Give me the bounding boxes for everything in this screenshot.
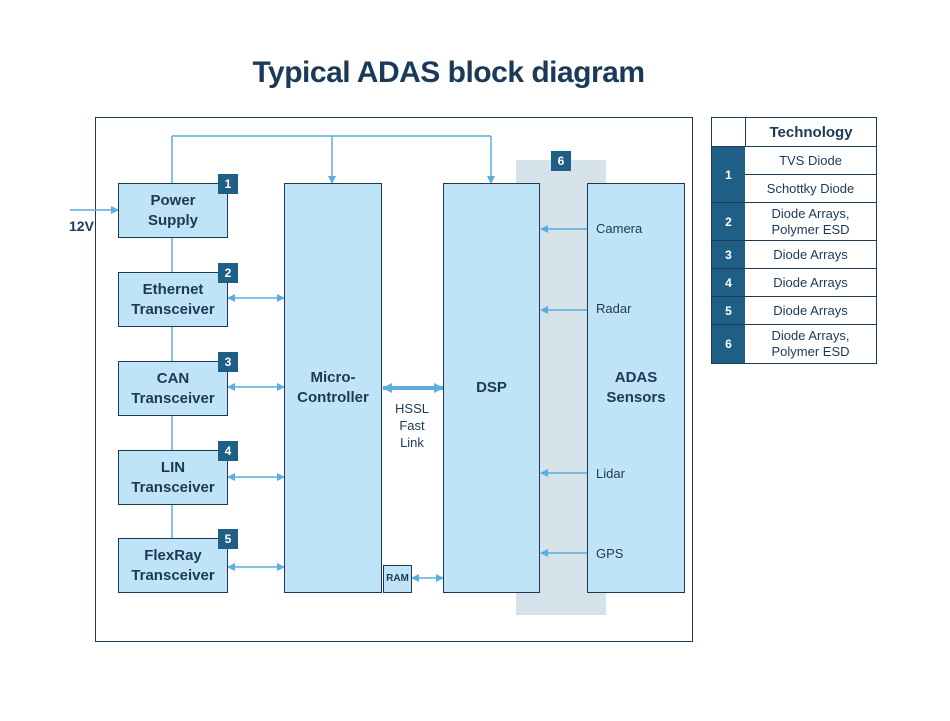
table-cell: TVS Diode bbox=[779, 152, 842, 168]
sensor-radar-label: Radar bbox=[596, 301, 632, 316]
table-cell: Diode Arrays bbox=[773, 246, 848, 262]
sensor-gps-label: GPS bbox=[596, 546, 624, 561]
row-number: 3 bbox=[712, 241, 745, 268]
power-supply-block: Power Supply bbox=[118, 183, 228, 238]
table-header: Technology bbox=[745, 118, 876, 146]
dsp-block: DSP bbox=[443, 183, 540, 593]
sensor-lidar-label: Lidar bbox=[596, 466, 625, 481]
micro-controller-block: Micro-Controller bbox=[284, 183, 382, 593]
adas-sensors-label: ADAS Sensors bbox=[606, 369, 666, 406]
power-supply-label: Power Supply bbox=[147, 191, 198, 229]
table-cell: Diode Arrays bbox=[773, 302, 848, 318]
table-row: 4 Diode Arrays bbox=[712, 268, 876, 296]
flexray-transceiver-label: FlexRay Transceiver bbox=[131, 546, 215, 584]
badge-1: 1 bbox=[218, 174, 238, 194]
dsp-label: DSP bbox=[476, 379, 507, 396]
table-header-row: Technology bbox=[712, 118, 876, 146]
row-number: 1 bbox=[712, 147, 745, 202]
table-row: 5 Diode Arrays bbox=[712, 296, 876, 324]
row-number: 2 bbox=[712, 203, 745, 240]
technology-table: Technology 1 TVS Diode Schottky Diode 2 … bbox=[711, 117, 877, 364]
lin-transceiver-block: LIN Transceiver bbox=[118, 450, 228, 505]
table-row: 2 Diode Arrays, Polymer ESD bbox=[712, 202, 876, 240]
badge-4: 4 bbox=[218, 441, 238, 461]
badge-5: 5 bbox=[218, 529, 238, 549]
row-number: 5 bbox=[712, 297, 745, 324]
table-cell: Schottky Diode bbox=[745, 174, 876, 202]
sensor-camera-label: Camera bbox=[596, 221, 643, 236]
can-transceiver-label: CAN Transceiver bbox=[131, 369, 215, 407]
row-number: 6 bbox=[712, 325, 745, 363]
lin-transceiver-label: LIN Transceiver bbox=[131, 458, 215, 496]
badge-2: 2 bbox=[218, 263, 238, 283]
diagram-title: Typical ADAS block diagram bbox=[252, 56, 645, 89]
table-row: 1 TVS Diode Schottky Diode bbox=[712, 146, 876, 202]
badge-3: 3 bbox=[218, 352, 238, 372]
12v-label: 12V bbox=[69, 218, 94, 234]
hssl-link-label: HSSL Fast Link bbox=[395, 401, 429, 450]
ethernet-transceiver-label: Ethernet Transceiver bbox=[131, 280, 215, 318]
table-row: 3 Diode Arrays bbox=[712, 240, 876, 268]
micro-controller-label: Micro-Controller bbox=[297, 369, 369, 406]
table-cell: Diode Arrays, Polymer ESD bbox=[771, 328, 850, 359]
badge-6: 6 bbox=[551, 151, 571, 171]
can-transceiver-block: CAN Transceiver bbox=[118, 361, 228, 416]
table-cell: Diode Arrays, Polymer ESD bbox=[771, 205, 850, 237]
adas-sensors-block: ADAS Sensors bbox=[587, 183, 685, 593]
flexray-transceiver-block: FlexRay Transceiver bbox=[118, 538, 228, 593]
ram-label: RAM bbox=[386, 573, 409, 584]
ethernet-transceiver-block: Ethernet Transceiver bbox=[118, 272, 228, 327]
ram-block: RAM bbox=[383, 565, 412, 593]
row-number: 4 bbox=[712, 269, 745, 296]
table-cell: Diode Arrays bbox=[773, 274, 848, 290]
table-row: 6 Diode Arrays, Polymer ESD bbox=[712, 324, 876, 363]
system-boundary bbox=[95, 117, 693, 642]
